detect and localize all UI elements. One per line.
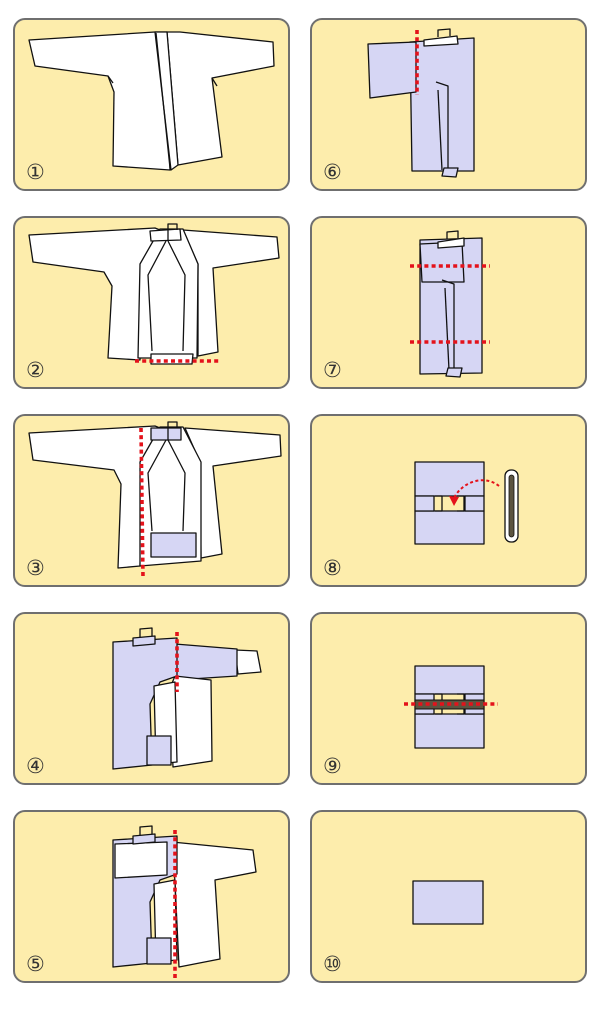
folded-strip-illustration — [410, 230, 490, 378]
step-7-panel: ⑦ — [310, 216, 587, 389]
step-number: ⑥ — [323, 160, 342, 184]
step-4-panel: ④ — [13, 612, 290, 785]
folded-strip-sleeve-illustration — [367, 28, 475, 178]
jacket-right-fold-illustration — [112, 825, 257, 978]
step-number: ④ — [26, 754, 45, 778]
jacket-open-illustration — [28, 31, 275, 171]
step-1-panel: ① — [13, 18, 290, 191]
step-number: ⑨ — [323, 754, 342, 778]
folded-block-belt-illustration — [414, 461, 519, 545]
step-number: ⑩ — [323, 952, 342, 976]
step-5-panel: ⑤ — [13, 810, 290, 983]
folded-block-belt-inside-illustration — [404, 665, 498, 749]
step-number: ⑧ — [323, 556, 342, 580]
jacket-closed-illustration — [28, 223, 280, 365]
step-number: ⑤ — [26, 952, 45, 976]
step-number: ② — [26, 358, 45, 382]
jacket-left-folded-illustration — [112, 627, 262, 770]
step-6-panel: ⑥ — [310, 18, 587, 191]
step-9-panel: ⑨ — [310, 612, 587, 785]
step-2-panel: ② — [13, 216, 290, 389]
step-10-panel: ⑩ — [310, 810, 587, 983]
step-number: ⑦ — [323, 358, 342, 382]
final-folded-package-illustration — [412, 880, 484, 925]
step-3-panel: ③ — [13, 414, 290, 587]
step-8-panel: ⑧ — [310, 414, 587, 587]
step-number: ① — [26, 160, 45, 184]
jacket-hem-folded-illustration — [28, 421, 282, 579]
step-number: ③ — [26, 556, 45, 580]
